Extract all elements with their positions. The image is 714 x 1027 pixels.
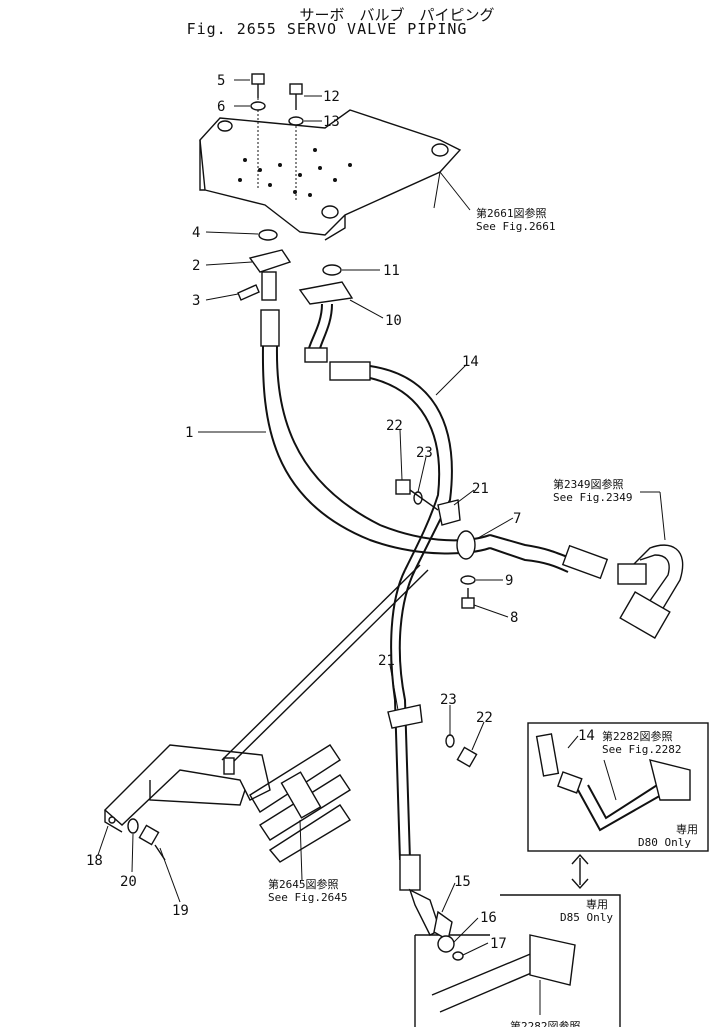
label-12: 12 bbox=[323, 89, 340, 105]
inset-d85 bbox=[414, 894, 621, 1027]
label-23-upper: 23 bbox=[416, 445, 433, 461]
bolt-8 bbox=[461, 588, 475, 609]
label-3: 3 bbox=[192, 293, 200, 309]
ref-fig2349-jp: 第2349図参照 bbox=[553, 477, 624, 491]
ref-fig2661-en: See Fig.2661 bbox=[476, 220, 555, 233]
ref-fig2282-en: See Fig.2282 bbox=[602, 743, 681, 756]
title-japanese: サーボ バルブ パイピング bbox=[299, 6, 495, 24]
oring-11 bbox=[322, 264, 342, 276]
washer-20 bbox=[127, 818, 139, 834]
label-8: 8 bbox=[510, 610, 518, 626]
hose-1 bbox=[260, 309, 491, 555]
label-1: 1 bbox=[185, 425, 193, 441]
ref-fig2645-en: See Fig.2645 bbox=[268, 891, 347, 904]
label-10: 10 bbox=[385, 313, 402, 329]
washer-23-lower bbox=[445, 734, 455, 748]
label-14: 14 bbox=[462, 354, 479, 370]
bolt-12 bbox=[289, 83, 303, 200]
clamp-7 bbox=[456, 530, 476, 560]
title-english: Fig. 2655 SERVO VALVE PIPING bbox=[186, 20, 468, 38]
clamp-21-lower bbox=[387, 704, 423, 729]
label-19: 19 bbox=[172, 903, 189, 919]
label-22-lower: 22 bbox=[476, 710, 493, 726]
clamp-21-upper bbox=[437, 499, 461, 526]
label-7: 7 bbox=[513, 511, 521, 527]
label-16: 16 bbox=[480, 910, 497, 926]
label-5: 5 bbox=[217, 73, 225, 89]
ref-fig2282-jp: 第2282図参照 bbox=[602, 729, 673, 743]
label-17: 17 bbox=[490, 936, 507, 952]
hose-14 bbox=[329, 361, 453, 571]
label-9: 9 bbox=[505, 573, 513, 589]
switch-arrow bbox=[571, 853, 589, 890]
label-14-inset: 14 bbox=[578, 728, 595, 744]
pin-18 bbox=[108, 816, 116, 824]
ref-fig2349-en: See Fig.2349 bbox=[553, 491, 632, 504]
hose-lower bbox=[390, 569, 441, 936]
ref-bottom-jp: 第2282図参照 bbox=[510, 1019, 581, 1027]
label-15: 15 bbox=[454, 874, 471, 890]
washer-6 bbox=[250, 101, 266, 111]
oring-4 bbox=[258, 229, 278, 241]
label-4: 4 bbox=[192, 225, 200, 241]
label-22-upper: 22 bbox=[386, 418, 403, 434]
pedal-bracket bbox=[103, 744, 351, 863]
adapter-2 bbox=[248, 249, 292, 301]
washer-9 bbox=[460, 575, 476, 585]
label-18: 18 bbox=[86, 853, 103, 869]
plug-3 bbox=[237, 284, 260, 301]
pipe-right bbox=[489, 534, 684, 639]
inset-d80-en: D80 Only bbox=[638, 836, 691, 849]
label-21-lower: 21 bbox=[378, 653, 395, 669]
part-number-labels: 5 6 12 13 4 2 3 11 10 1 14 22 23 21 7 9 … bbox=[86, 73, 595, 952]
inset-d80 bbox=[527, 722, 709, 852]
cross-references: 第2661図参照 See Fig.2661 第2349図参照 See Fig.2… bbox=[268, 206, 698, 1027]
inset-d80-jp: 専用 bbox=[676, 823, 698, 836]
label-21-upper: 21 bbox=[472, 481, 489, 497]
bolt-5 bbox=[251, 73, 265, 190]
leader-lines bbox=[97, 79, 666, 1015]
ref-fig2661-jp: 第2661図参照 bbox=[476, 206, 547, 220]
bolt-22-lower bbox=[456, 746, 478, 768]
label-2: 2 bbox=[192, 258, 200, 274]
bolt-19 bbox=[138, 824, 166, 861]
inset-d85-en: D85 Only bbox=[560, 911, 613, 924]
inset-d85-jp: 専用 bbox=[586, 898, 608, 911]
bolt-22-upper bbox=[395, 479, 411, 495]
label-11: 11 bbox=[383, 263, 400, 279]
rods-fig2645 bbox=[249, 744, 351, 863]
label-6: 6 bbox=[217, 99, 225, 115]
label-13: 13 bbox=[323, 114, 340, 130]
label-23-lower: 23 bbox=[440, 692, 457, 708]
ref-fig2645-jp: 第2645図参照 bbox=[268, 877, 339, 891]
washer-13 bbox=[288, 116, 304, 126]
flange-elbow-10 bbox=[298, 281, 354, 363]
label-20: 20 bbox=[120, 874, 137, 890]
